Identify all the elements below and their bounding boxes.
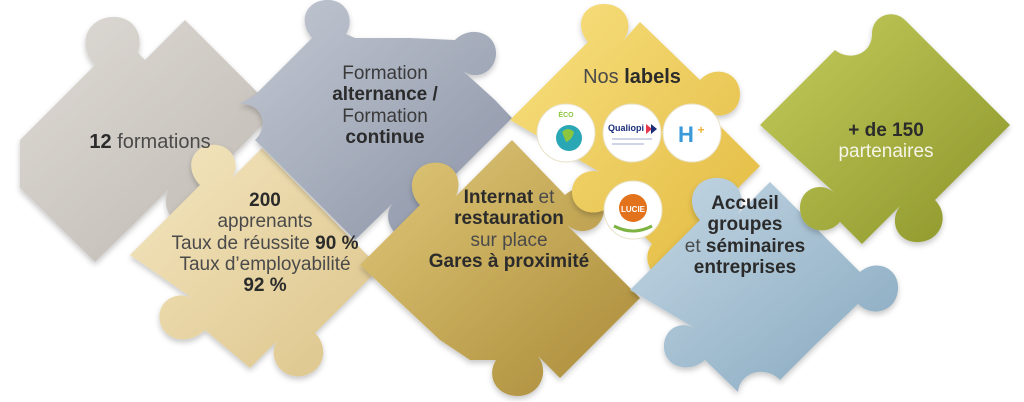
- puzzle-piece-partenaires: [760, 14, 1010, 244]
- accueil-text: Accueil groupes et séminaires entreprise…: [684, 193, 806, 278]
- svg-text:H: H: [678, 122, 694, 147]
- h-plus-icon: H +: [662, 103, 722, 163]
- apprenants-text: 200 apprenants Taux de réussite 90 % Tau…: [171, 190, 359, 297]
- alternance-text: Formation alternance / Formation continu…: [332, 63, 438, 148]
- puzzle-piece-apprenants: [130, 144, 380, 377]
- partenaires-text: + de 150 partenaires: [838, 120, 934, 163]
- puzzle-piece-internat: [360, 140, 640, 396]
- svg-text:+: +: [697, 123, 704, 137]
- labels-title: Nos labels: [583, 66, 681, 88]
- internat-text: Internat et restauration sur place Gares…: [428, 187, 590, 272]
- puzzle-piece-accueil: [630, 177, 899, 392]
- qualiopi-icon: Qualiopi: [602, 103, 662, 163]
- puzzle-piece-formations: [20, 16, 300, 263]
- lucie-icon: LUCIE: [603, 180, 663, 240]
- svg-text:LUCIE: LUCIE: [621, 205, 646, 214]
- svg-text:Qualiopi: Qualiopi: [608, 123, 644, 133]
- formations-text: 12 formations: [89, 131, 211, 153]
- svg-text:ÉCO: ÉCO: [558, 110, 574, 119]
- eco-label-icon: ÉCO: [536, 103, 596, 163]
